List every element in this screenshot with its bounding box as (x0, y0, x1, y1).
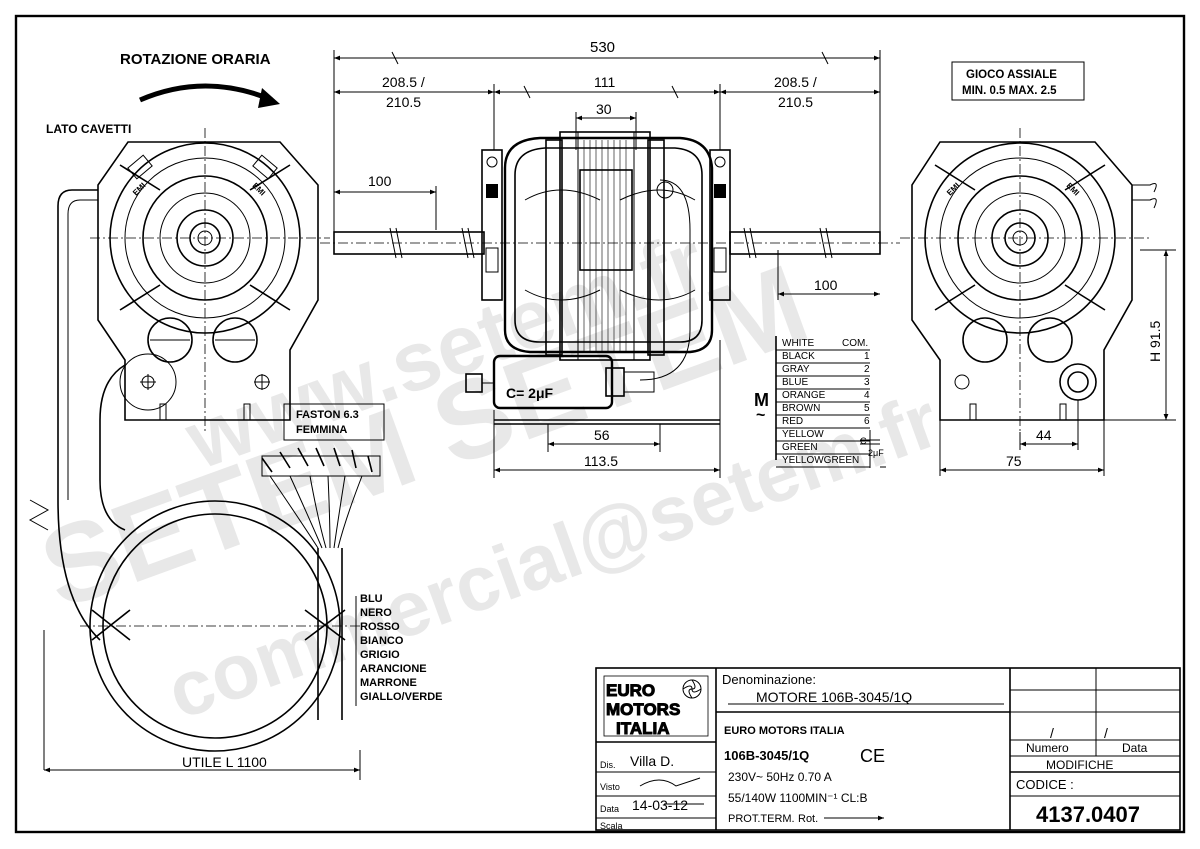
wiring-header-com: COM. (842, 338, 868, 349)
wiring-num: 5 (864, 403, 870, 414)
wiring-color: GREEN (782, 442, 818, 453)
dim-shaft-right: 100 (814, 277, 838, 293)
axial-play-box (951, 61, 1085, 101)
revision-slash-1: / (1050, 725, 1054, 741)
motor-denomination: MOTORE 106B-3045/1Q (756, 689, 912, 705)
scale-label: Scala (600, 821, 623, 831)
dim-height: H 91.5 (1147, 321, 1163, 362)
drawing-date: 14-03-12 (632, 797, 688, 813)
svg-text:EMI: EMI (251, 181, 267, 197)
rotation-label: ROTAZIONE ORARIA (120, 51, 271, 68)
wiring-color: BROWN (782, 403, 820, 414)
wire-label: MARRONE (360, 677, 417, 689)
dim-left-side: 208.5 / (382, 74, 425, 90)
dim-base-width: 113.5 (584, 453, 618, 469)
logo-line-1: EURO (606, 681, 655, 700)
dim-foot-75: 75 (1006, 453, 1022, 469)
left-end-view: EMI EMI (90, 128, 330, 432)
faston-label-2: FEMMINA (296, 424, 347, 436)
revision-slash-2: / (1104, 725, 1108, 741)
center-side-view (320, 50, 900, 478)
designer-label: Dis. (600, 760, 616, 770)
svg-text:EMI: EMI (945, 181, 961, 197)
spec-protection: PROT.TERM. (728, 813, 795, 825)
capacitor-label: C= 2μF (506, 385, 554, 401)
wiring-color: BLACK (782, 351, 815, 362)
checked-label: Visto (600, 782, 620, 792)
rotation-arrowhead-icon (258, 88, 280, 108)
model-number: 106B-3045/1Q (724, 748, 809, 763)
revision-number-header: Numero (1026, 741, 1069, 755)
axial-play-label-2: MIN. 0.5 MAX. 2.5 (962, 85, 1057, 97)
date-label: Data (600, 804, 619, 814)
cable-side-label: LATO CAVETTI (46, 122, 131, 136)
wiring-color: YELLOW (782, 429, 824, 440)
cable-length-dim: UTILE L 1100 (182, 754, 267, 770)
wire-label: ROSSO (360, 621, 400, 633)
axial-play-label-1: GIOCO ASSIALE (966, 69, 1057, 81)
dim-core: 30 (596, 101, 612, 117)
logo-line-2: MOTORS (606, 700, 680, 719)
wiring-header-color: WHITE (782, 338, 815, 349)
right-end-view: EMI EMI (900, 128, 1176, 476)
drawing-border (14, 14, 1186, 834)
dim-right-side: 208.5 / (774, 74, 817, 90)
wiring-color: RED (782, 416, 803, 427)
company-logo: EURO MOTORS ITALIA (603, 675, 709, 739)
dim-right-side-alt: 210.5 (778, 94, 813, 110)
denominazione-label: Denominazione: (722, 672, 816, 687)
title-block (595, 667, 1181, 831)
wiring-cap-value: 2μF (868, 448, 884, 458)
dim-total-length: 530 (590, 39, 615, 56)
wiring-color: BLUE (782, 377, 808, 388)
modifications-header: MODIFICHE (1046, 758, 1113, 772)
wiring-num: 3 (864, 377, 870, 388)
wire-label: BLU (360, 593, 383, 605)
svg-text:EMI: EMI (131, 181, 147, 197)
rotation-label-small: Rot. (798, 813, 818, 825)
dim-shaft-left: 100 (368, 173, 392, 189)
code-label: CODICE : (1016, 777, 1074, 792)
ce-mark: CE (860, 746, 885, 766)
wire-list: BLU NERO ROSSO BIANCO GRIGIO ARANCIONE M… (355, 593, 443, 706)
dim-body: 111 (594, 74, 615, 90)
faston-label-1: FASTON 6.3 (296, 409, 359, 421)
faston-label-box (283, 403, 385, 441)
wire-label: GRIGIO (360, 649, 400, 661)
spec-power: 55/140W 1100MIN⁻¹ CL:B (728, 791, 868, 805)
wire-label: ARANCIONE (360, 663, 427, 675)
motor-ac-symbol: ~ (756, 407, 765, 424)
wiring-num: 2 (864, 364, 870, 375)
wire-label: BIANCO (360, 635, 404, 647)
watermark: www.setem.fr SETEM SETEM commercial@sete… (25, 213, 949, 736)
wiring-num: 1 (864, 351, 870, 362)
revision-date-header: Data (1122, 741, 1148, 755)
motor-symbol: M (754, 390, 769, 410)
logo-line-3: ITALIA (616, 719, 670, 738)
designer-name: Villa D. (630, 753, 674, 769)
wire-label: NERO (360, 607, 392, 619)
wiring-color: ORANGE (782, 390, 826, 401)
wire-label: GIALLO/VERDE (360, 691, 443, 703)
wiring-num: 4 (864, 390, 870, 401)
wiring-diagram (775, 336, 886, 468)
wiring-cap-letter: C (860, 436, 867, 446)
wiring-color: YELLOWGREEN (782, 455, 859, 466)
dim-left-side-alt: 210.5 (386, 94, 421, 110)
spec-electrical: 230V~ 50Hz 0.70 A (728, 770, 832, 784)
wiring-color: GRAY (782, 364, 810, 375)
company-name: EURO MOTORS ITALIA (724, 725, 845, 737)
rotation-arrow-icon (139, 83, 273, 103)
dim-foot-44: 44 (1036, 427, 1052, 443)
wiring-num: 6 (864, 416, 870, 427)
cable-loop (28, 189, 361, 780)
dim-cap-offset: 56 (594, 427, 610, 443)
faston-connectors (261, 447, 381, 720)
part-code: 4137.0407 (1036, 802, 1140, 827)
